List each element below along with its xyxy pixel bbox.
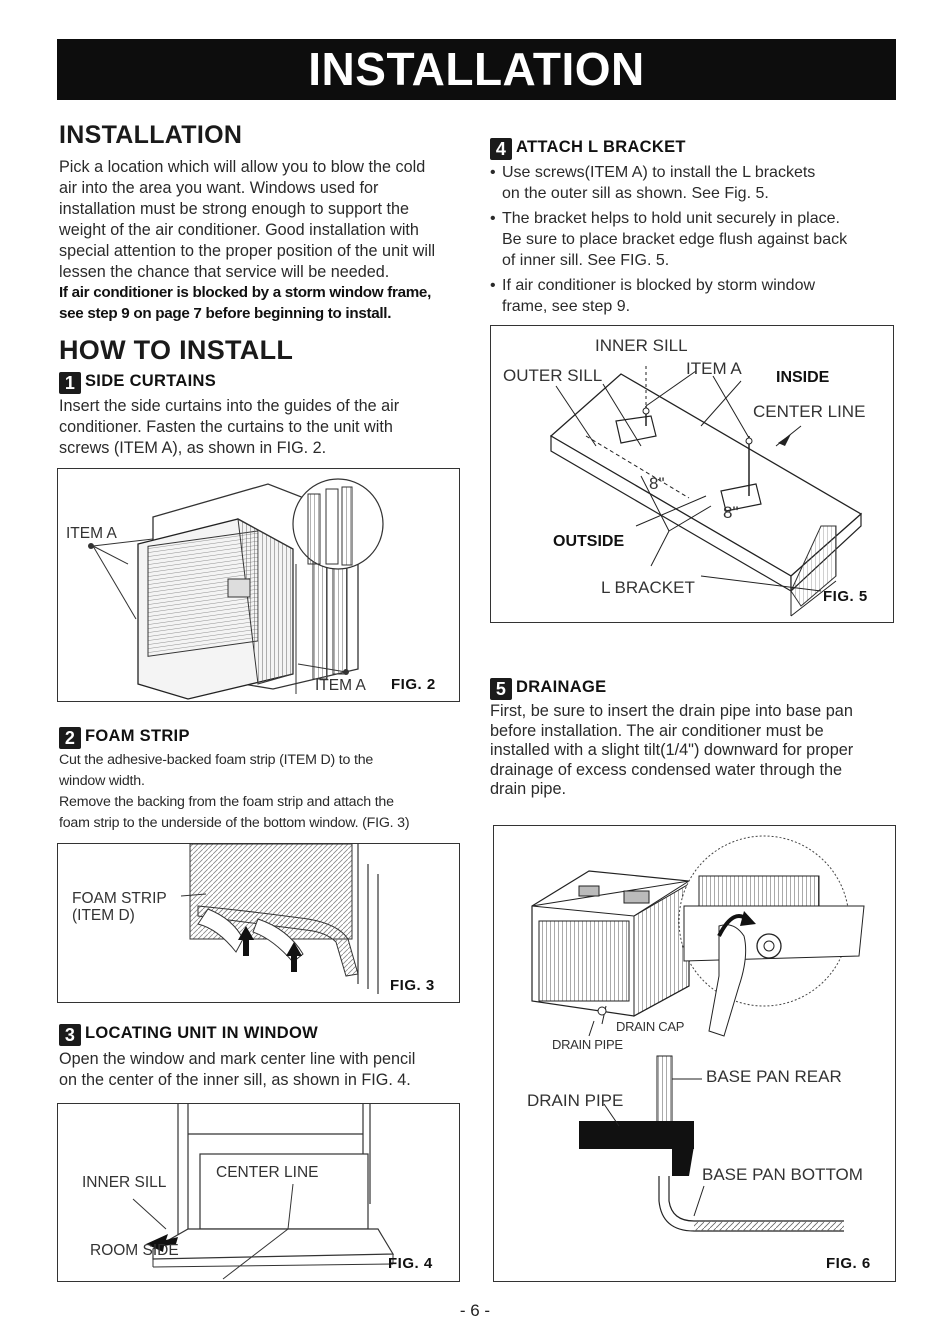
fig2-item-a-top-label: ITEM A [66, 525, 117, 542]
step4-bullet-1: Use screws(ITEM A) to install the L brac… [490, 162, 890, 204]
fig6-drain-pipe-small-label: DRAIN PIPE [552, 1037, 623, 1052]
fig4-illustration [132, 1104, 395, 1280]
fig6-illustration [531, 835, 865, 1232]
fig6-drainage-diagram: DRAIN CAP DRAIN PIPE BASE PAN REAR DRAIN… [493, 825, 896, 1282]
fig5-outer-sill-label: OUTER SILL [503, 366, 603, 385]
step3-title: LOCATING UNIT IN WINDOW [85, 1024, 318, 1042]
step4-bullets: Use screws(ITEM A) to install the L brac… [490, 162, 890, 321]
fig2-illustration [88, 478, 384, 700]
fig5-center-line-label: CENTER LINE [753, 402, 866, 421]
step1-title: SIDE CURTAINS [85, 372, 217, 390]
fig4-caption: FIG. 4 [388, 1255, 433, 1272]
step2-number: 2 [59, 727, 81, 749]
fig2-item-a-bottom-label: ITEM A [315, 677, 366, 694]
fig3-foam-strip-label: FOAM STRIP (ITEM D) [72, 890, 167, 924]
fig3-foam-strip-diagram: FOAM STRIP (ITEM D) FIG. 3 [57, 843, 460, 1003]
fig5-item-a-label: ITEM A [686, 359, 742, 378]
fig4-center-line-diagram: INNER SILL CENTER LINE ROOM SIDE FIG. 4 [57, 1103, 460, 1282]
step3-text: Open the window and mark center line wit… [59, 1050, 416, 1089]
installation-intro: Pick a location which will allow you to … [59, 158, 436, 281]
page-number: - 6 - [459, 1301, 491, 1320]
step2-title: FOAM STRIP [85, 727, 190, 745]
step2-text: Cut the adhesive-backed foam strip (ITEM… [59, 752, 410, 831]
fig5-illustration [549, 366, 863, 617]
step3-number: 3 [59, 1024, 81, 1046]
step5-number: 5 [490, 678, 512, 700]
step4-title: ATTACH L BRACKET [516, 138, 686, 156]
fig5-outside-label: OUTSIDE [553, 533, 625, 550]
fig5-l-bracket-label: L BRACKET [601, 578, 695, 597]
step4-number: 4 [490, 138, 512, 160]
fig4-room-side-label: ROOM SIDE [90, 1242, 179, 1259]
installation-heading: INSTALLATION [59, 121, 243, 149]
fig2-side-curtains-diagram: ITEM A ITEM A FIG. 2 [57, 468, 460, 702]
step5-title: DRAINAGE [516, 678, 607, 696]
fig3-illustration [180, 844, 379, 994]
fig3-caption: FIG. 3 [390, 977, 435, 994]
fig6-base-pan-rear-label: BASE PAN REAR [706, 1067, 842, 1086]
step5-text: First, be sure to insert the drain pipe … [490, 702, 854, 798]
fig5-inside-label: INSIDE [776, 369, 830, 386]
fig2-caption: FIG. 2 [391, 676, 436, 693]
fig5-l-bracket-diagram: INNER SILL OUTER SILL ITEM A INSIDE CENT… [490, 325, 894, 623]
fig4-center-line-label: CENTER LINE [216, 1164, 319, 1181]
fig5-inner-sill-label: INNER SILL [595, 336, 688, 355]
how-to-install-heading: HOW TO INSTALL [59, 335, 294, 365]
step4-bullet-3: If air conditioner is blocked by storm w… [490, 275, 890, 317]
fig5-dimension-2: 8" [723, 503, 739, 522]
step1-number: 1 [59, 372, 81, 394]
page-banner: INSTALLATION [57, 39, 896, 100]
fig4-inner-sill-label: INNER SILL [82, 1174, 167, 1191]
fig6-drain-pipe-label: DRAIN PIPE [527, 1091, 624, 1110]
fig6-base-pan-bottom-label: BASE PAN BOTTOM [702, 1165, 863, 1184]
storm-window-warning: If air conditioner is blocked by a storm… [59, 284, 432, 322]
step4-bullet-2: The bracket helps to hold unit securely … [490, 208, 890, 271]
fig5-dimension-1: 8" [649, 474, 665, 493]
fig6-caption: FIG. 6 [826, 1255, 871, 1272]
fig6-drain-cap-label: DRAIN CAP [616, 1019, 685, 1034]
step1-text: Insert the side curtains into the guides… [59, 397, 400, 457]
fig5-caption: FIG. 5 [823, 588, 868, 605]
